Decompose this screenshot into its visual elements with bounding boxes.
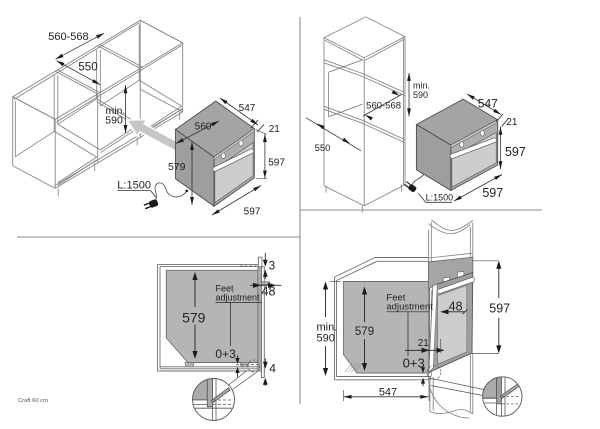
svg-text:590: 590 — [105, 115, 123, 127]
svg-text:550: 550 — [315, 143, 331, 154]
svg-text:0+3: 0+3 — [403, 356, 425, 371]
svg-text:21: 21 — [418, 338, 430, 349]
svg-text:min.: min. — [317, 322, 338, 334]
svg-text:L:1500: L:1500 — [117, 180, 151, 192]
svg-text:560-568: 560-568 — [366, 100, 401, 111]
svg-text:547: 547 — [239, 103, 256, 114]
svg-text:48: 48 — [262, 284, 276, 298]
svg-text:L:1500: L:1500 — [426, 193, 454, 203]
svg-text:590: 590 — [317, 333, 335, 345]
svg-text:4: 4 — [269, 361, 276, 375]
svg-text:560-568: 560-568 — [48, 31, 88, 43]
svg-text:597: 597 — [489, 302, 510, 316]
svg-text:min.: min. — [106, 105, 126, 117]
svg-text:0+3: 0+3 — [215, 347, 236, 361]
svg-text:adjustment: adjustment — [216, 292, 261, 302]
svg-text:550: 550 — [78, 62, 97, 74]
svg-text:597: 597 — [482, 186, 503, 200]
svg-text:579: 579 — [182, 310, 206, 326]
svg-text:597: 597 — [244, 206, 261, 217]
svg-text:48: 48 — [449, 299, 463, 313]
svg-text:597: 597 — [268, 158, 285, 169]
svg-text:3: 3 — [269, 260, 275, 272]
svg-text:21: 21 — [269, 124, 281, 135]
svg-text:579: 579 — [355, 326, 374, 338]
svg-text:547: 547 — [478, 97, 498, 111]
svg-text:21: 21 — [506, 117, 518, 128]
svg-text:Feet: Feet — [386, 292, 405, 303]
svg-text:560: 560 — [195, 121, 212, 132]
svg-text:597: 597 — [505, 145, 526, 159]
svg-text:547: 547 — [379, 386, 397, 398]
svg-text:min.: min. — [413, 80, 430, 90]
svg-text:Feet: Feet — [216, 284, 235, 294]
svg-text:Craft 60 cm: Craft 60 cm — [18, 398, 48, 404]
svg-text:590: 590 — [413, 90, 428, 100]
svg-text:579: 579 — [168, 161, 186, 173]
svg-text:adjustment: adjustment — [386, 302, 433, 313]
